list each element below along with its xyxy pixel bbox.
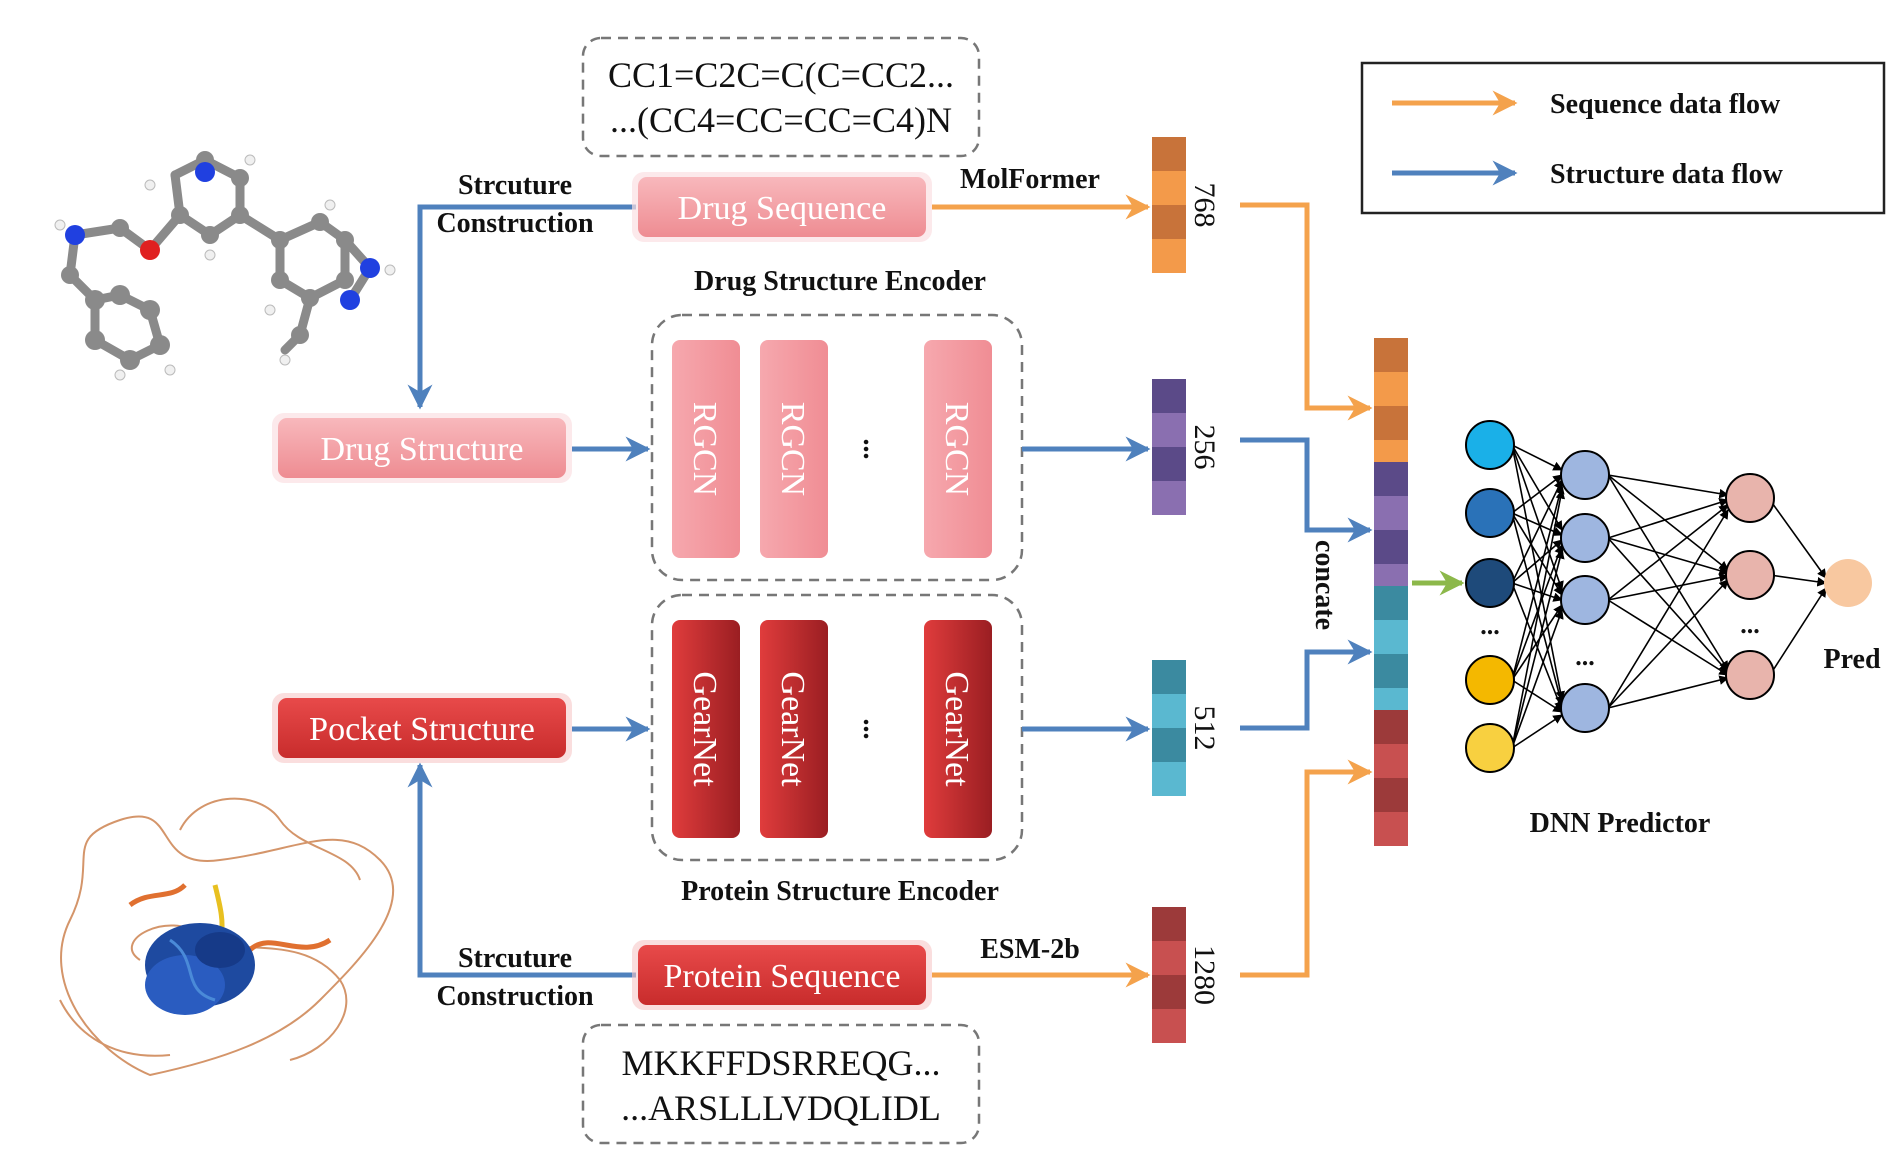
protein-sequence-box: Protein Sequence [632,940,932,1010]
dnn-output-node-2 [1725,550,1775,600]
legend-sequence-label: Sequence data flow [1550,89,1781,120]
rgcn-label-2: RGCN [774,402,811,496]
vector-pocket [1152,660,1186,796]
rgcn-ellipsis: ... [857,439,888,460]
gearnet-layer-3: GearNet [924,620,992,838]
legend: Sequence data flow Structure data flow [1360,61,1886,215]
dnn-hidden-node-4 [1560,683,1610,733]
pred-node [1824,559,1872,607]
dnn-input-node-1 [1465,420,1515,470]
protein-sequence-label: Protein Sequence [664,958,901,995]
legend-structure-label: Structure data flow [1550,159,1784,190]
protein-sequence-text-box: MKKFFDSRREQG... ...ARSLLLVDQLIDL [581,1023,981,1145]
dnn-output-node-3 [1725,650,1775,700]
protein-seq-line-2: ...ARSLLLVDQLIDL [621,1088,941,1128]
connector-drug-seq [1240,202,1373,421]
dnn-edges-1 [1511,444,1566,749]
concatenated-vector [1374,338,1408,846]
protein-seq-line-1: MKKFFDSRREQG... [621,1043,940,1083]
construction-arrow-drug [407,204,636,410]
gearnet-label-1: GearNet [686,671,723,787]
smiles-box: CC1=C2C=C(C=CC2... ...(CC4=CC=CC=C4)N [581,36,981,158]
rgcn-label-1: RGCN [686,402,723,496]
connector-pocket [1240,639,1373,731]
construction-top-line-2: Construction [436,208,594,239]
drug-structure-box: Drug Structure [272,413,572,483]
dnn-hidden-node-2 [1560,513,1610,563]
dnn-hidden-node-3 [1560,575,1610,625]
dim-pocket: 512 [1188,706,1221,751]
construction-arrow-protein [407,762,636,978]
esm-label: ESM-2b [980,934,1080,965]
protein-structure-encoder: GearNet GearNet ... GearNet [650,593,1024,862]
connector-protein-seq [1240,759,1373,978]
dnn-input-node-4 [1465,655,1515,705]
pocket-structure-box: Pocket Structure [272,693,572,763]
dnn-edges-3 [1769,499,1827,676]
dnn-output-ellipsis: ... [1740,610,1760,639]
construction-top-line-1: Strcuture [458,170,572,201]
gearnet-ellipsis: ... [857,719,888,740]
dnn-input-ellipsis: ... [1480,611,1500,640]
gearnet-layer-1: GearNet [672,620,740,838]
dnn-predictor-title: DNN Predictor [1530,808,1711,839]
drug-sequence-label: Drug Sequence [678,190,887,227]
drug-molecule-image [54,151,396,381]
dim-drug-seq: 768 [1188,183,1221,228]
rgcn-layer-3: RGCN [924,340,992,558]
dnn-input-node-2 [1465,488,1515,538]
concate-label: concate [1309,540,1340,630]
pocket-structure-label: Pocket Structure [309,711,535,748]
rgcn-label-3: RGCN [938,402,975,496]
dim-drug-struct: 256 [1188,425,1221,470]
drug-encoder-title: Drug Structure Encoder [694,266,986,297]
dnn-output-node-1 [1725,473,1775,523]
dnn-edges-2 [1607,474,1729,709]
molformer-label: MolFormer [960,164,1100,195]
gearnet-label-3: GearNet [938,671,975,787]
rgcn-layer-1: RGCN [672,340,740,558]
protein-structure-image [59,797,394,1077]
smiles-line-2: ...(CC4=CC=CC=C4)N [610,100,952,140]
vector-protein-sequence [1152,907,1186,1043]
connector-drug-struct [1240,437,1373,543]
smiles-line-1: CC1=C2C=C(C=CC2... [608,55,954,95]
dnn-input-node-3 [1465,558,1515,608]
construction-bottom-line-1: Strcuture [458,943,572,974]
vector-drug-sequence [1152,137,1186,273]
protein-encoder-title: Protein Structure Encoder [681,876,999,907]
dnn-hidden-node-1 [1560,450,1610,500]
rgcn-layer-2: RGCN [760,340,828,558]
vector-drug-structure [1152,379,1186,515]
gearnet-layer-2: GearNet [760,620,828,838]
drug-structure-encoder: RGCN RGCN ... RGCN [650,313,1024,582]
dnn-hidden-ellipsis: ... [1575,642,1595,671]
dim-protein-seq: 1280 [1188,945,1221,1005]
drug-sequence-box: Drug Sequence [632,172,932,242]
gearnet-label-2: GearNet [774,671,811,787]
construction-bottom-line-2: Construction [436,981,594,1012]
dnn-input-node-5 [1465,723,1515,773]
dnn-predictor: ... ... ... Pred DNN Predictor [1465,420,1881,839]
drug-structure-label: Drug Structure [320,431,523,468]
pred-label: Pred [1823,644,1880,675]
